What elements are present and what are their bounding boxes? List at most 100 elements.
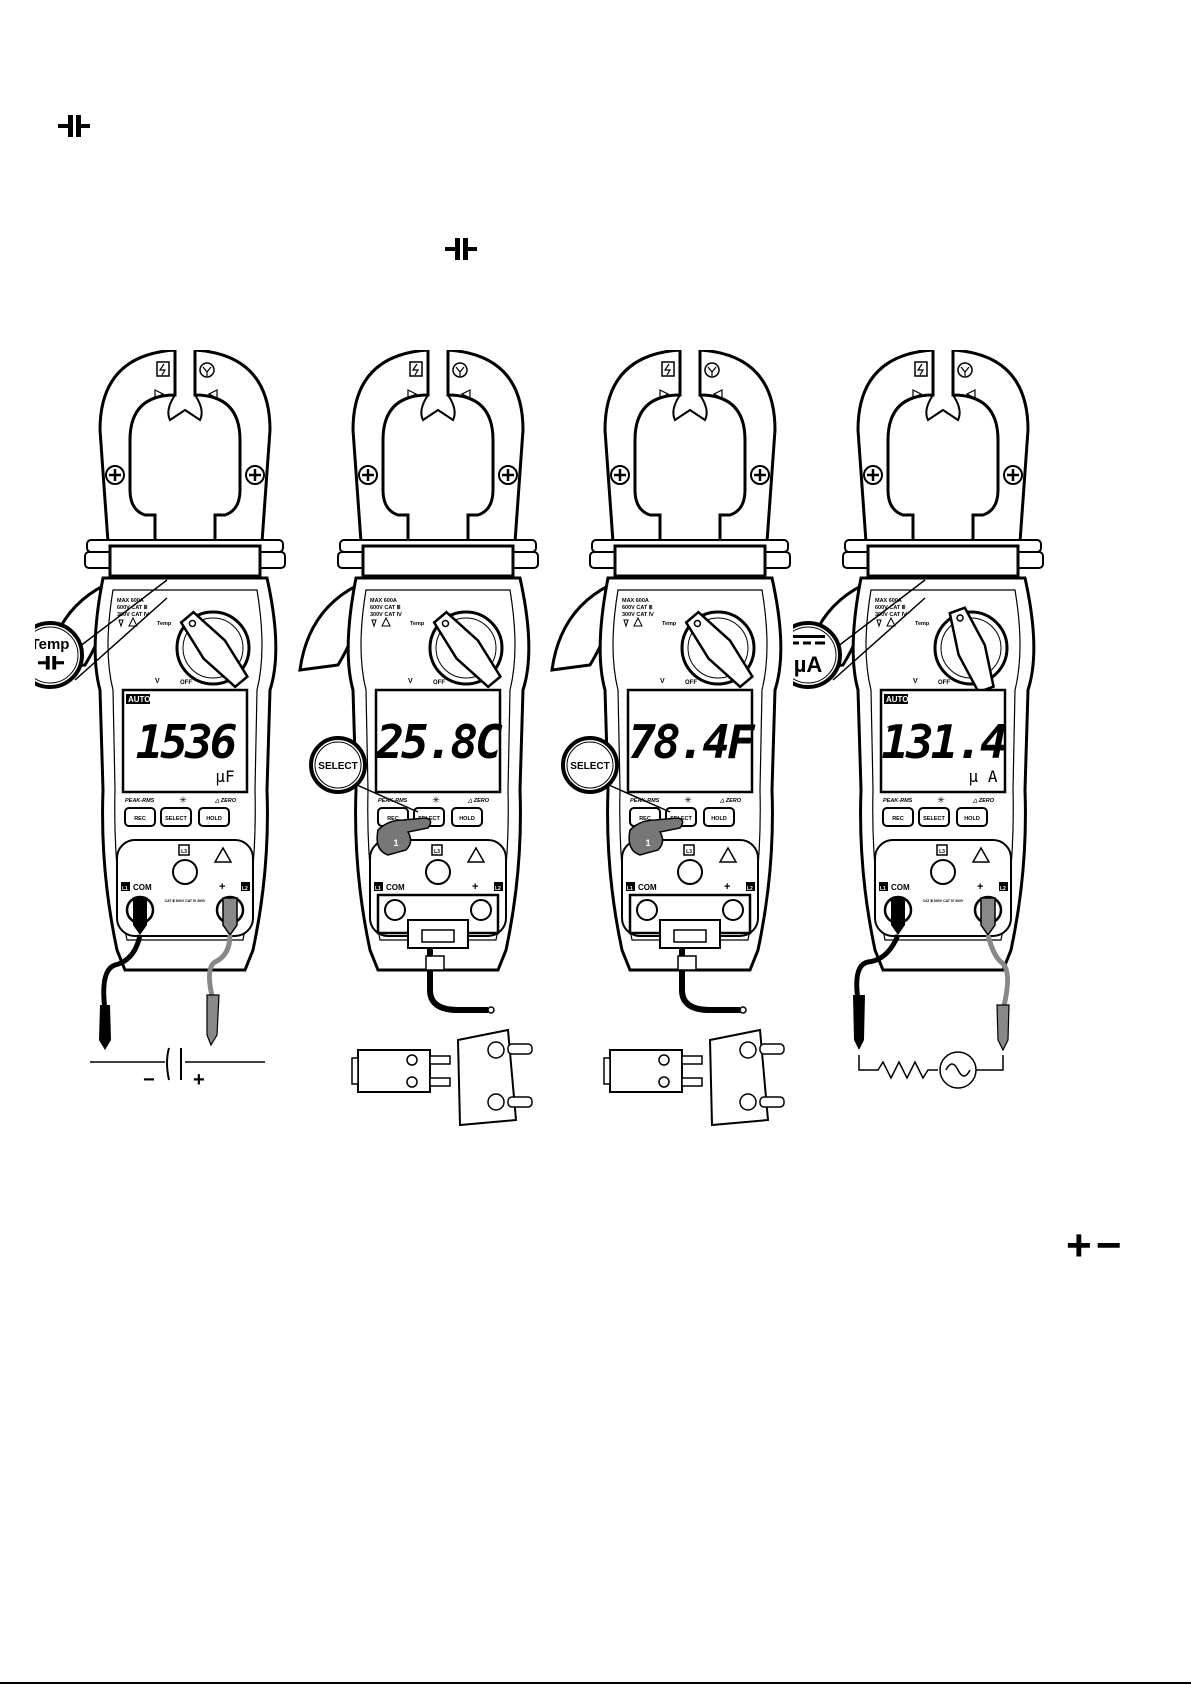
lightning-icon — [411, 363, 420, 376]
select-button[interactable] — [160, 807, 192, 827]
warning-triangle-icon — [118, 619, 124, 628]
lightning-icon — [916, 363, 925, 376]
black-probe-plug — [891, 898, 905, 935]
l2-label: L2 — [747, 886, 753, 892]
l3-label: L3 — [181, 849, 187, 855]
finger-press-icon — [376, 817, 432, 856]
ncv-antenna — [202, 366, 212, 376]
dial-pointer — [179, 610, 250, 689]
com-label: COM — [133, 883, 152, 892]
label-cat3: 600V CAT Ⅲ — [875, 604, 906, 611]
red-probe-tip — [206, 994, 220, 1047]
lcd-display — [626, 688, 754, 794]
jaw-arrow-right-icon — [207, 389, 218, 399]
plus-jack-label: + — [472, 881, 478, 893]
select-callout-pointer — [601, 781, 671, 813]
thermocouple-wire — [679, 948, 740, 1013]
jaw-right — [193, 350, 272, 572]
lightning-icon — [158, 363, 167, 376]
jaw-right — [698, 350, 777, 572]
caution-icon — [886, 616, 896, 627]
tc-adapter-banana-top — [759, 1043, 785, 1055]
hold-button[interactable] — [451, 807, 483, 827]
callout-pointer-top — [74, 579, 168, 651]
capacitor-icon-inline — [445, 238, 477, 260]
jaw-arrow-left-icon — [407, 389, 418, 399]
page-bottom-rule — [0, 1682, 1191, 1684]
tc-plug-pin-top — [681, 1055, 703, 1065]
hold-button[interactable] — [956, 807, 988, 827]
tc-plug-plus-icon — [406, 1054, 418, 1066]
cat-center-label: CAT Ⅲ 600V CAT Ⅳ 300V — [165, 898, 206, 903]
lcd-display — [121, 688, 249, 794]
hazard-warning-icon — [971, 846, 991, 863]
tc-plug-end — [351, 1057, 359, 1085]
jaw-arrow-right-icon — [965, 389, 976, 399]
auto-indicator-bg — [884, 694, 908, 704]
lcd-reading: 131.4 — [881, 715, 1006, 769]
hold-button-label: HOLD — [964, 816, 980, 822]
l1-label: L1 — [375, 886, 381, 892]
hold-button[interactable] — [198, 807, 230, 827]
com-label: COM — [638, 883, 657, 892]
tc-plug-body — [357, 1049, 431, 1093]
caution-icon — [381, 616, 391, 627]
adapter-socket — [407, 919, 469, 949]
label-cat3: 600V CAT Ⅲ — [117, 604, 148, 611]
l1-marker — [121, 882, 130, 891]
rec-button[interactable] — [882, 807, 914, 827]
ncv-icon — [704, 362, 720, 378]
caution-icon — [633, 616, 643, 627]
select-callout-label: SELECT — [570, 761, 609, 772]
tc-adapter-body — [708, 1028, 770, 1127]
label-zero: △ ZERO — [214, 798, 237, 804]
l3-jack — [930, 859, 956, 885]
l2-label: L2 — [242, 886, 248, 892]
select-button[interactable] — [918, 807, 950, 827]
jaw-tip — [167, 394, 203, 422]
dial-label-off: OFF — [938, 680, 950, 686]
jaw-right — [446, 350, 525, 572]
dial-label-off: OFF — [433, 680, 445, 686]
dial-label-off: OFF — [685, 680, 697, 686]
red-lead — [207, 934, 233, 1001]
body-inner-outline — [865, 589, 1021, 941]
dial-pointer-dot — [956, 614, 964, 622]
adapter-socket-slot — [421, 929, 455, 943]
tc-plug-plus-icon — [658, 1054, 670, 1066]
adapter-socket-slot — [673, 929, 707, 943]
tc-adapter-body — [456, 1028, 518, 1127]
select-callout-inner-ring — [314, 741, 362, 789]
capacitor-neg-label: − — [143, 1069, 155, 1091]
tc-plug-pin-bottom — [681, 1077, 703, 1087]
rotary-dial-knob — [684, 610, 755, 689]
label-cat4: 300V CAT Ⅳ — [370, 611, 403, 618]
select-callout-bubble — [309, 736, 367, 794]
dial-callout-bubble — [793, 621, 842, 689]
warning-triangle-icon — [876, 619, 882, 628]
lcd-unit: µF — [215, 767, 234, 786]
hazard-box-icon — [156, 361, 170, 377]
cap-lead-right — [56, 661, 64, 665]
capacitor-icon — [58, 115, 90, 137]
caution-icon — [128, 616, 138, 627]
l3-jack — [425, 859, 451, 885]
dial-pointer-dot — [693, 619, 702, 628]
l3-marker — [683, 844, 695, 856]
rotary-dial-ring — [435, 617, 497, 679]
warning-triangle-icon — [623, 619, 629, 628]
hold-button[interactable] — [703, 807, 735, 827]
hazard-box-icon — [914, 361, 928, 377]
dial-label-voltage: V — [660, 678, 665, 685]
tc-plug-pin-top — [429, 1055, 451, 1065]
rotary-dial-knob — [432, 610, 503, 689]
jaw-arrow-left-icon — [912, 389, 923, 399]
rec-button[interactable] — [124, 807, 156, 827]
l3-jack — [677, 859, 703, 885]
dial-label-temp: Temp — [157, 621, 172, 627]
label-max-current: MAX 600A — [622, 598, 649, 604]
hazard-warning-icon — [466, 846, 486, 863]
body-inner-outline — [107, 589, 263, 941]
